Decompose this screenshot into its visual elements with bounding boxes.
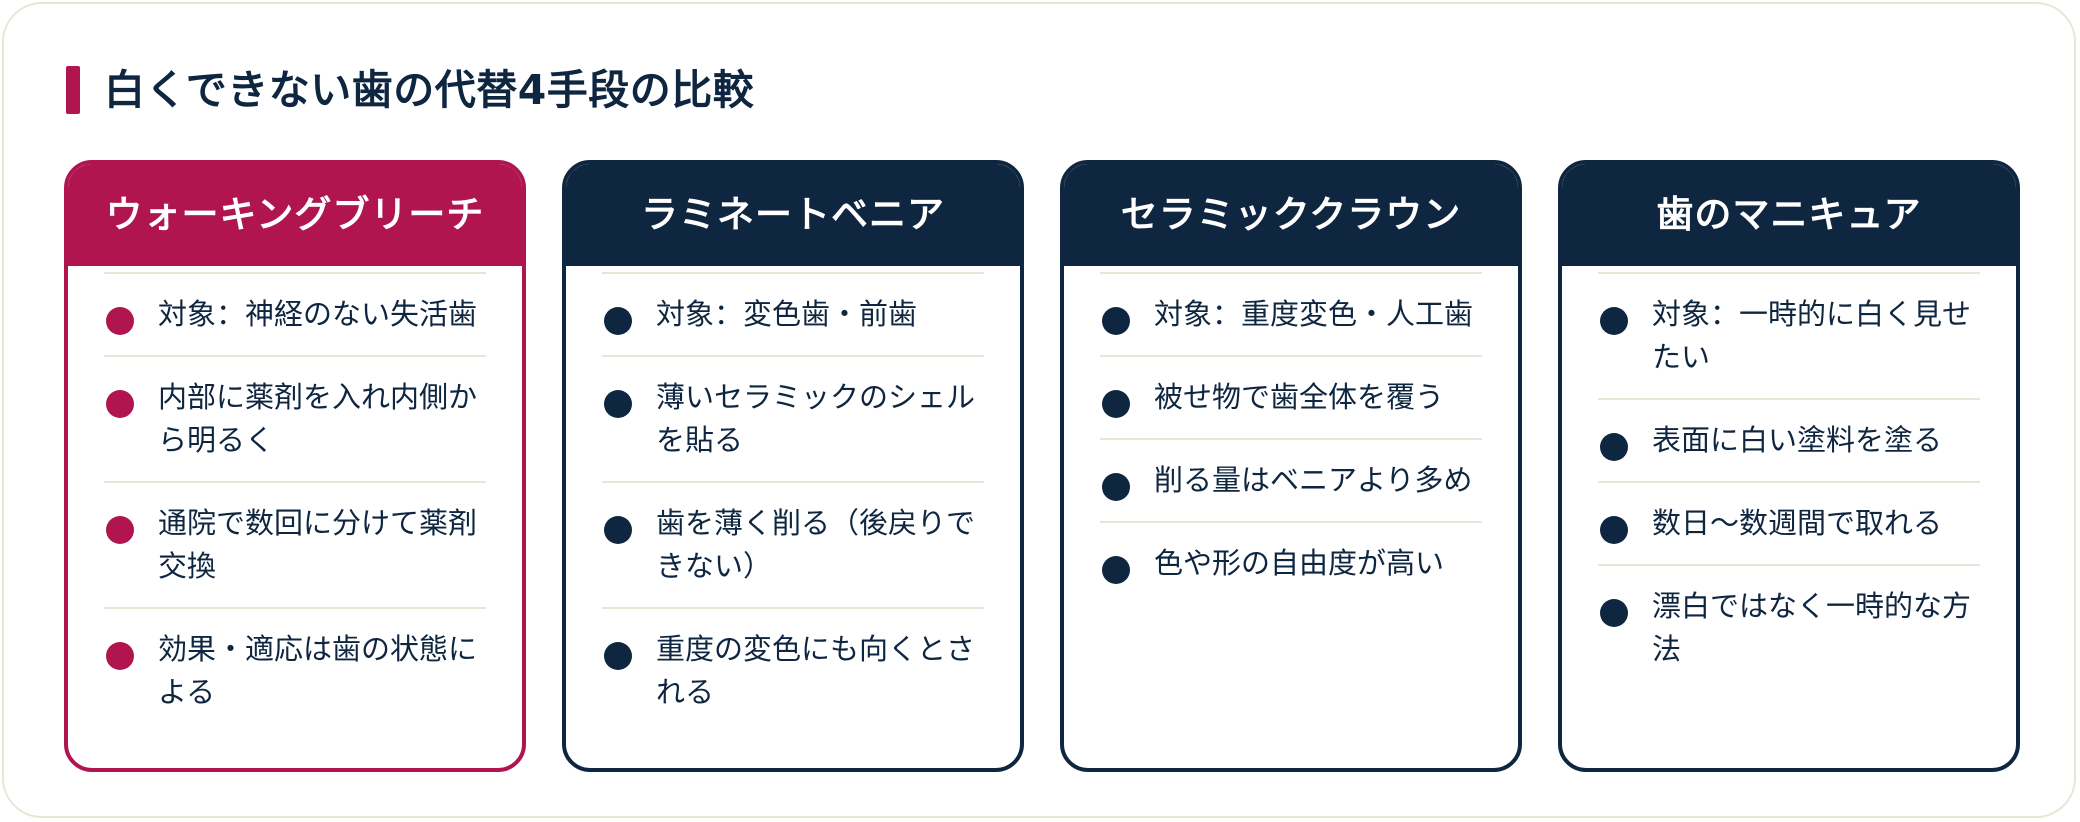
bullet-dot-icon xyxy=(106,307,134,335)
card-item-list: 対象：重度変色・人工歯 被せ物で歯全体を覆う 削る量はベニアより多め 色や形の自… xyxy=(1100,272,1482,604)
bullet-dot-icon xyxy=(604,516,632,544)
list-item: 削る量はベニアより多め xyxy=(1100,440,1482,523)
list-item-text: 漂白ではなく一時的な方法 xyxy=(1652,589,1972,666)
list-item: 効果・適応は歯の状態による xyxy=(104,609,486,733)
card-heading: ラミネートベニア xyxy=(566,164,1020,266)
list-item-text: 数日〜数週間で取れる xyxy=(1652,506,1943,540)
list-item: 対象：神経のない失活歯 xyxy=(104,274,486,357)
bullet-dot-icon xyxy=(1600,307,1628,335)
list-item: 色や形の自由度が高い xyxy=(1100,523,1482,604)
bullet-dot-icon xyxy=(604,390,632,418)
card-item-list: 対象：神経のない失活歯 内部に薬剤を入れ内側から明るく 通院で数回に分けて薬剤交… xyxy=(104,272,486,733)
list-item: 対象：変色歯・前歯 xyxy=(602,274,984,357)
list-item: 漂白ではなく一時的な方法 xyxy=(1598,566,1980,690)
card-tooth-manicure: 歯のマニキュア 対象：一時的に白く見せたい 表面に白い塗料を塗る 数日〜数週間で… xyxy=(1558,160,2020,772)
bullet-dot-icon xyxy=(1102,556,1130,584)
card-item-list: 対象：一時的に白く見せたい 表面に白い塗料を塗る 数日〜数週間で取れる 漂白では… xyxy=(1598,272,1980,690)
bullet-dot-icon xyxy=(1600,516,1628,544)
card-ceramic-crown: セラミッククラウン 対象：重度変色・人工歯 被せ物で歯全体を覆う 削る量はベニア… xyxy=(1060,160,1522,772)
bullet-dot-icon xyxy=(106,390,134,418)
card-laminate-veneer: ラミネートベニア 対象：変色歯・前歯 薄いセラミックのシェルを貼る 歯を薄く削る… xyxy=(562,160,1024,772)
card-heading: セラミッククラウン xyxy=(1064,164,1518,266)
list-item-text: 被せ物で歯全体を覆う xyxy=(1154,380,1445,414)
card-heading: 歯のマニキュア xyxy=(1562,164,2016,266)
title-accent-bar xyxy=(66,66,80,114)
list-item-text: 重度の変色にも向くとされる xyxy=(656,632,976,709)
list-item-text: 対象：神経のない失活歯 xyxy=(158,297,478,331)
bullet-dot-icon xyxy=(106,642,134,670)
list-item-text: 対象：重度変色・人工歯 xyxy=(1154,297,1474,331)
list-item-text: 対象：変色歯・前歯 xyxy=(656,297,918,331)
list-item-text: 表面に白い塗料を塗る xyxy=(1652,423,1943,457)
card-walking-bleach: ウォーキングブリーチ 対象：神経のない失活歯 内部に薬剤を入れ内側から明るく 通… xyxy=(64,160,526,772)
list-item: 通院で数回に分けて薬剤交換 xyxy=(104,483,486,609)
list-item: 被せ物で歯全体を覆う xyxy=(1100,357,1482,440)
bullet-dot-icon xyxy=(1102,473,1130,501)
card-heading: ウォーキングブリーチ xyxy=(68,164,522,266)
bullet-dot-icon xyxy=(106,516,134,544)
list-item-text: 内部に薬剤を入れ内側から明るく xyxy=(158,380,478,457)
list-item: 対象：一時的に白く見せたい xyxy=(1598,274,1980,400)
list-item: 重度の変色にも向くとされる xyxy=(602,609,984,733)
list-item-text: 効果・適応は歯の状態による xyxy=(158,632,478,709)
bullet-dot-icon xyxy=(1102,307,1130,335)
list-item-text: 歯を薄く削る（後戻りできない） xyxy=(656,506,976,583)
list-item-text: 色や形の自由度が高い xyxy=(1154,546,1445,580)
list-item-text: 通院で数回に分けて薬剤交換 xyxy=(158,506,478,583)
list-item-text: 薄いセラミックのシェルを貼る xyxy=(656,380,976,457)
list-item: 表面に白い塗料を塗る xyxy=(1598,400,1980,483)
list-item: 歯を薄く削る（後戻りできない） xyxy=(602,483,984,609)
list-item-text: 削る量はベニアより多め xyxy=(1154,463,1473,497)
list-item: 内部に薬剤を入れ内側から明るく xyxy=(104,357,486,483)
bullet-dot-icon xyxy=(604,307,632,335)
list-item: 数日〜数週間で取れる xyxy=(1598,483,1980,566)
bullet-dot-icon xyxy=(1102,390,1130,418)
bullet-dot-icon xyxy=(1600,599,1628,627)
list-item: 薄いセラミックのシェルを貼る xyxy=(602,357,984,483)
list-item: 対象：重度変色・人工歯 xyxy=(1100,274,1482,357)
bullet-dot-icon xyxy=(1600,433,1628,461)
list-item-text: 対象：一時的に白く見せたい xyxy=(1652,297,1972,374)
bullet-dot-icon xyxy=(604,642,632,670)
page-title: 白くできない歯の代替4手段の比較 xyxy=(104,66,755,114)
card-item-list: 対象：変色歯・前歯 薄いセラミックのシェルを貼る 歯を薄く削る（後戻りできない）… xyxy=(602,272,984,733)
